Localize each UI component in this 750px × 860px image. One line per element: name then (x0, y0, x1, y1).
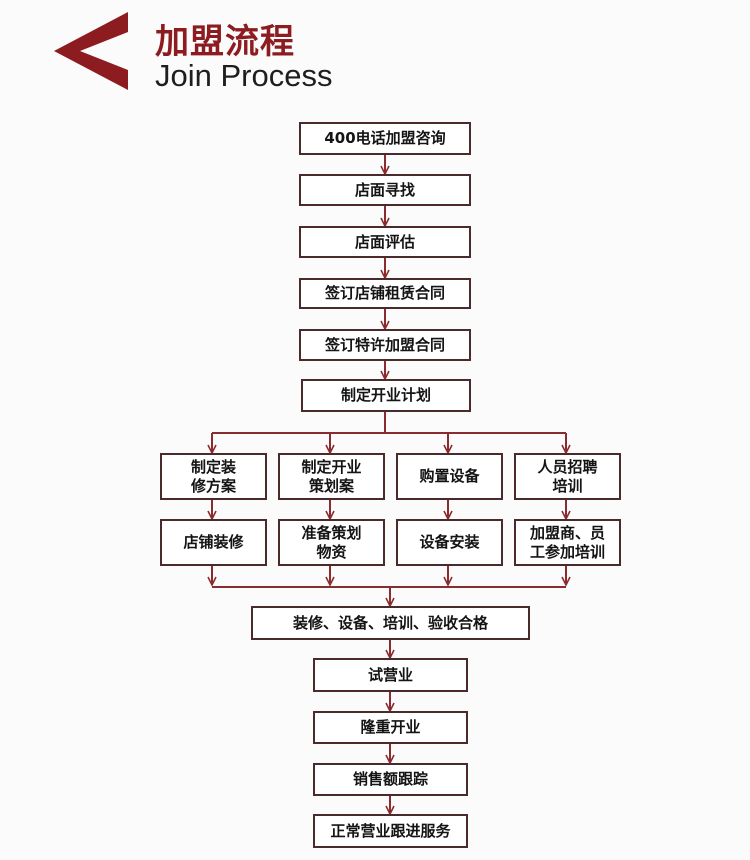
step-trial-operation: 试营业 (313, 658, 468, 692)
step-sales-tracking: 销售额跟踪 (313, 763, 468, 796)
page-title: 加盟流程 (155, 22, 295, 62)
step-purchase-equipment: 购置设备 (396, 453, 503, 500)
step-acceptance: 装修、设备、培训、验收合格 (251, 606, 530, 640)
step-phone-consult: 400电话加盟咨询 (299, 122, 471, 155)
step-evaluate-store: 店面评估 (299, 226, 471, 258)
step-find-store: 店面寻找 (299, 174, 471, 206)
step-staff-recruit: 人员招聘 培训 (514, 453, 621, 500)
step-prepare-materials: 准备策划 物资 (278, 519, 385, 566)
step-grand-opening: 隆重开业 (313, 711, 468, 744)
step-follow-up-service: 正常营业跟进服务 (313, 814, 468, 848)
step-decoration-plan: 制定装 修方案 (160, 453, 267, 500)
step-opening-proposal: 制定开业 策划案 (278, 453, 385, 500)
step-store-decoration: 店铺装修 (160, 519, 267, 566)
step-sign-lease: 签订店铺租赁合同 (299, 278, 471, 309)
step-install-equipment: 设备安装 (396, 519, 503, 566)
step-opening-plan: 制定开业计划 (301, 379, 471, 412)
step-sign-franchise: 签订特许加盟合同 (299, 329, 471, 361)
page-subtitle: Join Process (155, 58, 333, 93)
chevron-left-icon (54, 12, 128, 90)
step-training: 加盟商、员 工参加培训 (514, 519, 621, 566)
